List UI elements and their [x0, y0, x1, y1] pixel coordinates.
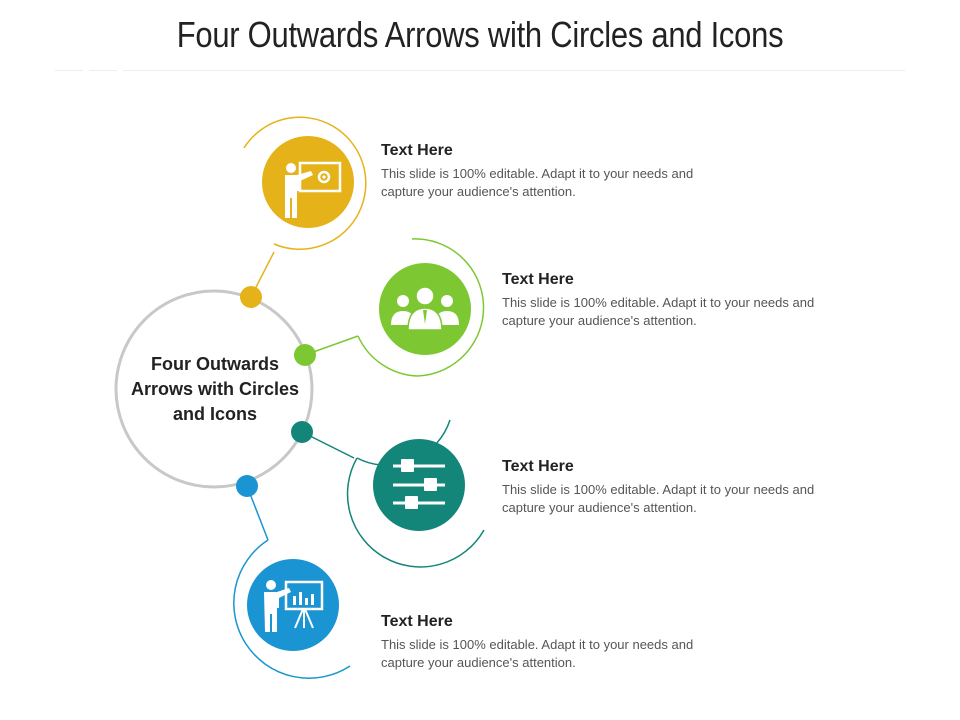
text-block-body: This slide is 100% editable. Adapt it to… — [502, 295, 815, 328]
text-block-heading: Text Here — [381, 613, 453, 630]
text-block-1: Text Here This slide is 100% editable. A… — [381, 142, 721, 201]
text-block-3: Text Here This slide is 100% editable. A… — [502, 458, 842, 517]
presenter-gear-board-icon — [262, 136, 354, 228]
arc-yellow — [243, 116, 367, 250]
text-block-body: This slide is 100% editable. Adapt it to… — [381, 637, 694, 670]
page-title: Four Outwards Arrows with Circles and Ic… — [176, 14, 784, 55]
text-block-heading: Text Here — [502, 271, 574, 288]
text-block-2: Text Here This slide is 100% editable. A… — [502, 271, 842, 330]
text-block-4: Text Here This slide is 100% editable. A… — [381, 613, 721, 672]
text-block-heading: Text Here — [381, 142, 453, 159]
arc-green — [357, 238, 485, 377]
text-block-body: This slide is 100% editable. Adapt it to… — [502, 482, 815, 515]
title-divider-mid — [89, 70, 117, 71]
center-label: Four Outwards Arrows with Circles and Ic… — [130, 354, 300, 424]
arc-blue — [233, 539, 351, 679]
dot-teal — [291, 421, 313, 443]
center-ring — [114, 289, 314, 489]
sliders-settings-icon — [373, 439, 465, 531]
title-divider-left — [55, 70, 83, 71]
title-divider — [123, 70, 905, 71]
text-block-body: This slide is 100% editable. Adapt it to… — [381, 166, 694, 199]
arc-teal-lower — [346, 457, 485, 568]
dot-blue — [236, 475, 258, 497]
business-team-icon — [379, 263, 471, 355]
dot-green — [294, 344, 316, 366]
dot-yellow — [240, 286, 262, 308]
text-block-heading: Text Here — [502, 458, 574, 475]
presenter-chart-board-icon — [247, 559, 339, 651]
